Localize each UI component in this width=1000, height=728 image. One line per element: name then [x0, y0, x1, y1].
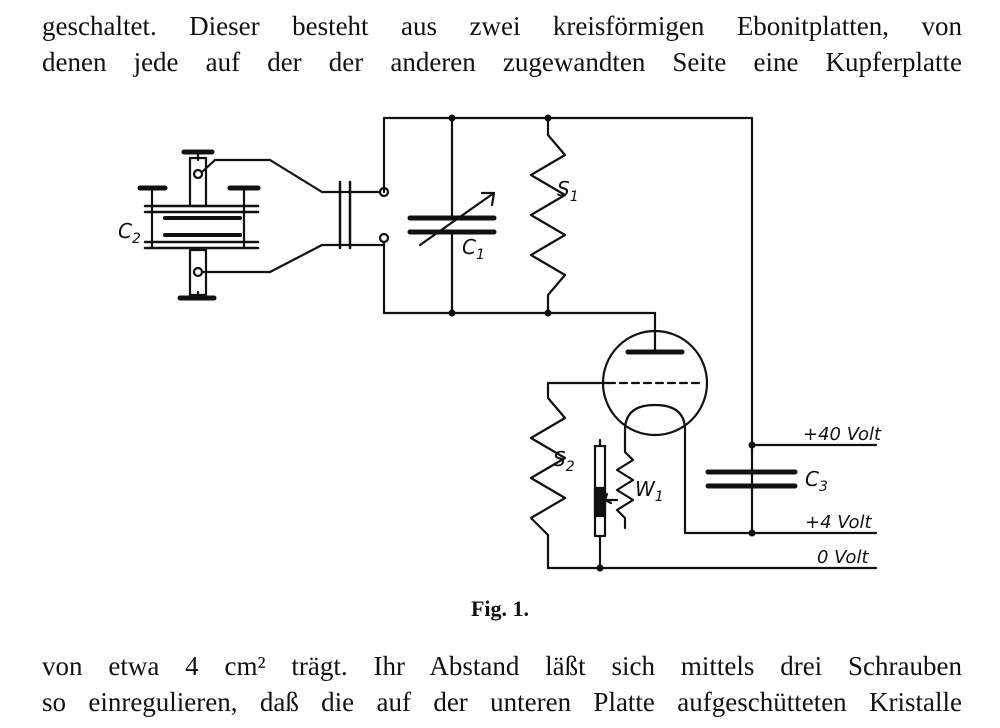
label-c2: C2	[118, 219, 141, 247]
body-text-line: so einregulieren, daß die auf der untere…	[42, 687, 962, 717]
w1-rheostat	[593, 438, 635, 570]
figure-caption: Fig. 1.	[470, 596, 530, 621]
c2-crystal-holder	[137, 149, 324, 301]
label-0-volt: 0 Volt	[817, 547, 869, 568]
body-text-line: von etwa 4 cm² trägt. Ihr Abstand läßt s…	[42, 651, 962, 681]
body-text-line: geschaltet. Dieser besteht aus zwei krei…	[42, 11, 962, 41]
label-w1: W1	[635, 477, 664, 505]
c1-capacitor	[407, 116, 497, 315]
c3-capacitor	[705, 469, 798, 489]
label-c3: C3	[805, 467, 828, 495]
body-text-line: denen jede auf der der anderen zugewandt…	[42, 47, 962, 77]
label-c1: C1	[462, 235, 485, 263]
s1-resistor	[529, 116, 567, 315]
label-s2: S2	[553, 447, 575, 475]
label-plus-4-volt: +4 Volt	[805, 512, 873, 533]
label-plus-40-volt: +40 Volt	[803, 424, 882, 445]
junction-dots	[448, 114, 756, 572]
switch-assembly	[320, 180, 390, 250]
label-s1: S1	[557, 177, 579, 205]
